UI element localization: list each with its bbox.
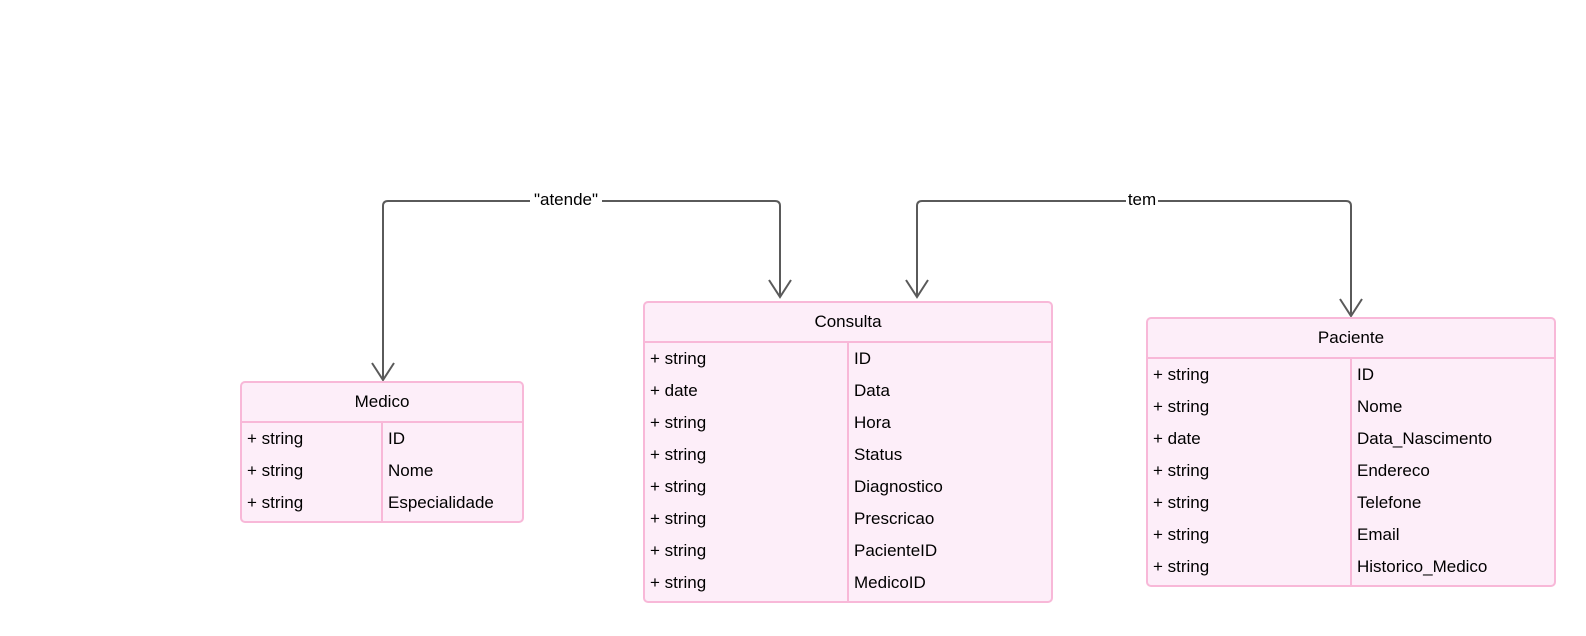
attribute-name: Diagnostico	[854, 477, 943, 496]
attribute-name: ID	[854, 349, 871, 368]
relationship-tem: tem	[905, 189, 1363, 318]
attribute-name: Status	[854, 445, 902, 464]
attribute-type: + string	[650, 477, 706, 496]
attribute-row: + string Nome	[1153, 397, 1402, 416]
attribute-row: + date Data_Nascimento	[1153, 429, 1492, 448]
attribute-type: + string	[1153, 365, 1209, 384]
entity-name: Medico	[355, 392, 410, 411]
attribute-name: Historico_Medico	[1357, 557, 1487, 576]
attribute-row: + string Email	[1153, 525, 1400, 544]
attribute-type: + string	[1153, 397, 1209, 416]
attribute-type: + string	[650, 573, 706, 592]
attribute-row: + string Historico_Medico	[1153, 557, 1487, 576]
attribute-name: Nome	[1357, 397, 1402, 416]
attribute-name: Nome	[388, 461, 433, 480]
attribute-row: + string Telefone	[1153, 493, 1421, 512]
attribute-type: + string	[247, 429, 303, 448]
attribute-row: + string Status	[650, 445, 902, 464]
attribute-type: + string	[1153, 525, 1209, 544]
arrowhead-icon	[905, 279, 929, 299]
attribute-row: + string Prescricao	[650, 509, 934, 528]
attribute-type: + string	[247, 493, 303, 512]
attribute-name: Endereco	[1357, 461, 1430, 480]
attribute-row: + string MedicoID	[650, 573, 926, 592]
attribute-name: ID	[1357, 365, 1374, 384]
attribute-name: Data	[854, 381, 890, 400]
attribute-row: + string Diagnostico	[650, 477, 943, 496]
entity-name: Paciente	[1318, 328, 1384, 347]
attribute-name: Email	[1357, 525, 1400, 544]
attribute-name: PacienteID	[854, 541, 937, 560]
arrowhead-icon	[371, 362, 395, 382]
attribute-name: Hora	[854, 413, 891, 432]
relationship-label-bg	[530, 189, 602, 211]
attribute-type: + date	[650, 381, 698, 400]
relationship-label-tem: tem	[1128, 190, 1156, 209]
attribute-name: ID	[388, 429, 405, 448]
attribute-type: + string	[650, 445, 706, 464]
attribute-type: + string	[247, 461, 303, 480]
entity-name: Consulta	[814, 312, 882, 331]
attribute-row: + string Endereco	[1153, 461, 1430, 480]
arrowhead-icon	[768, 279, 792, 299]
attribute-type: + string	[1153, 557, 1209, 576]
attribute-type: + string	[650, 541, 706, 560]
attribute-row: + string Especialidade	[247, 493, 494, 512]
relationship-atende: "atende"	[371, 189, 792, 382]
attribute-type: + string	[650, 413, 706, 432]
attribute-type: + date	[1153, 429, 1201, 448]
attribute-name: MedicoID	[854, 573, 926, 592]
arrowhead-icon	[1339, 298, 1363, 318]
relationship-label-atende: "atende"	[534, 190, 598, 209]
attribute-row: + string PacienteID	[650, 541, 937, 560]
attribute-row: + string Hora	[650, 413, 891, 432]
attribute-type: + string	[1153, 493, 1209, 512]
attribute-name: Data_Nascimento	[1357, 429, 1492, 448]
attribute-row: + date Data	[650, 381, 890, 400]
attribute-type: + string	[650, 509, 706, 528]
attribute-type: + string	[650, 349, 706, 368]
attribute-name: Prescricao	[854, 509, 934, 528]
relationship-label-bg	[1126, 189, 1158, 211]
connector-line-tem	[916, 200, 1352, 316]
attribute-name: Especialidade	[388, 493, 494, 512]
attribute-name: Telefone	[1357, 493, 1421, 512]
attribute-row: + string ID	[1153, 365, 1374, 384]
attribute-type: + string	[1153, 461, 1209, 480]
attribute-row: + string ID	[650, 349, 871, 368]
attribute-row: + string Nome	[247, 461, 433, 480]
attribute-row: + string ID	[247, 429, 405, 448]
